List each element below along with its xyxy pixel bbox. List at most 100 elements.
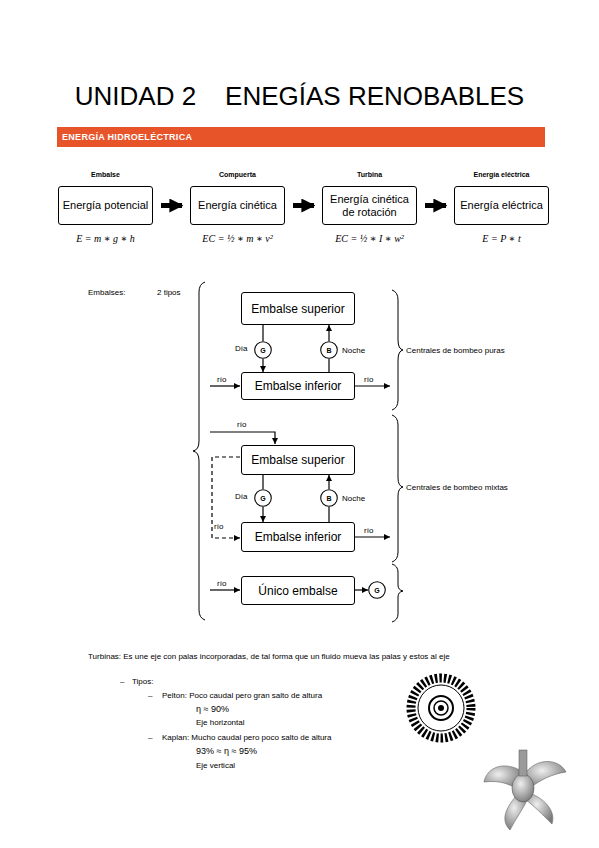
note-text: Pelton: Poco caudal pero gran salto de a… <box>162 691 322 701</box>
time-label: Día <box>235 492 247 502</box>
circle-shape <box>321 342 338 359</box>
river-label: río <box>364 526 373 536</box>
formula: E = m ∗ g ∗ h <box>58 234 153 244</box>
process-box: CompuertaEnergía cinética <box>190 186 285 225</box>
flow-arrow <box>425 203 446 208</box>
pelton-hub <box>434 701 448 715</box>
box-text: Embalse superior <box>251 453 344 467</box>
machine-letter: B <box>326 347 331 354</box>
box-text: Energía cinética <box>195 199 280 212</box>
connector <box>262 325 263 341</box>
curly-brace <box>392 415 403 562</box>
river-label: río <box>237 420 246 430</box>
circle-shape <box>255 342 272 359</box>
pelton-buckets <box>411 678 471 738</box>
pelton-hub <box>429 696 453 720</box>
box-text: Embalse inferior <box>255 530 342 544</box>
note-text: Eje vertical <box>196 761 235 771</box>
connector <box>262 507 263 522</box>
connector <box>262 475 263 489</box>
note-text: Kaplan: Mucho caudal pero poco salto de … <box>162 733 331 743</box>
machine-circle: B <box>320 489 338 507</box>
river-arrow <box>355 385 390 386</box>
river-arrow <box>210 432 275 444</box>
flow-arrow <box>161 203 182 208</box>
box-text: Energía cinética de rotación <box>323 193 416 219</box>
reservoir-box: Embalse inferior <box>241 372 355 400</box>
river-label: río <box>214 522 223 532</box>
box-heading: Compuerta <box>181 171 294 178</box>
pelton-wheel <box>411 678 471 738</box>
connector <box>328 325 329 341</box>
section-label: 2 tipos <box>157 288 181 298</box>
kaplan-turbine <box>484 750 566 830</box>
time-label: Noche <box>342 346 365 356</box>
group-label: Centrales de bombeo puras <box>406 346 505 356</box>
connector <box>355 589 368 590</box>
efficiency-value: 93% ≈ η ≈ 95% <box>196 746 257 757</box>
circle-shape <box>255 490 272 507</box>
page-title: UNIDAD 2 ENEGÍAS RENOBABLES <box>0 80 599 112</box>
pelton-axle <box>438 705 444 711</box>
connector <box>328 359 329 372</box>
connector <box>262 359 263 372</box>
machine-letter: B <box>326 495 331 502</box>
box-heading: Embalse <box>49 171 162 178</box>
flow-arrow <box>293 203 314 208</box>
connector <box>328 475 329 489</box>
pelton-rim <box>418 685 464 731</box>
reservoir-box: Embalse superior <box>241 445 355 475</box>
note-text: Turbinas: Es une eje con palas incorpora… <box>88 652 450 662</box>
river-label: río <box>364 375 373 385</box>
reservoir-box: Único embalse <box>241 576 355 605</box>
machine-letter: G <box>260 347 265 354</box>
machine-circle: G <box>254 341 272 359</box>
river-arrow <box>355 536 390 537</box>
box-text: Embalse superior <box>251 302 344 316</box>
process-box: EmbalseEnergía potencial <box>58 186 153 225</box>
curly-brace <box>392 290 403 410</box>
band-text: ENERGÍA HIDROELÉCTRICA <box>57 132 192 142</box>
efficiency-value: η ≈ 90% <box>196 704 229 715</box>
reservoir-box: Embalse inferior <box>241 522 355 552</box>
bullet-dash: – <box>148 733 152 743</box>
note-text: Eje horizontal <box>196 718 244 728</box>
box-text: Energía eléctrica <box>457 199 546 212</box>
process-box: Energía eléctricaEnergía eléctrica <box>454 186 549 225</box>
machine-letter: G <box>374 587 379 594</box>
circle-shape <box>369 582 386 599</box>
connector <box>328 507 329 522</box>
formula: EC = ½ ∗ I ∗ w² <box>322 234 417 244</box>
kaplan-hub <box>512 774 534 802</box>
machine-circle: G <box>368 581 386 599</box>
river-label: río <box>217 375 226 385</box>
box-heading: Energía eléctrica <box>445 171 558 178</box>
section-band: ENERGÍA HIDROELÉCTRICA <box>57 127 545 147</box>
machine-letter: G <box>260 495 265 502</box>
reservoir-box: Embalse superior <box>241 292 355 325</box>
time-label: Día <box>235 344 247 354</box>
process-box: TurbinaEnergía cinética de rotación <box>322 186 417 225</box>
bullet-dash: – <box>148 691 152 701</box>
formula: EC = ½ ∗ m ∗ v² <box>190 234 285 244</box>
river-arrow <box>210 385 240 386</box>
note-text: Tipos: <box>132 677 154 687</box>
box-heading: Turbina <box>313 171 426 178</box>
group-label: Centrales de bombeo mixtas <box>406 483 508 493</box>
river-arrow <box>210 589 240 590</box>
machine-circle: B <box>320 341 338 359</box>
curly-brace <box>193 282 205 620</box>
machine-circle: G <box>254 489 272 507</box>
box-text: Embalse inferior <box>255 379 342 393</box>
curly-brace <box>392 564 403 622</box>
time-label: Noche <box>342 494 365 504</box>
formula: E = P ∗ t <box>454 234 549 244</box>
section-label: Embalses: <box>88 288 125 298</box>
bullet-dash: – <box>120 677 124 687</box>
box-text: Energía potencial <box>60 199 152 212</box>
kaplan-shaft <box>519 750 527 776</box>
box-text: Único embalse <box>258 584 337 598</box>
